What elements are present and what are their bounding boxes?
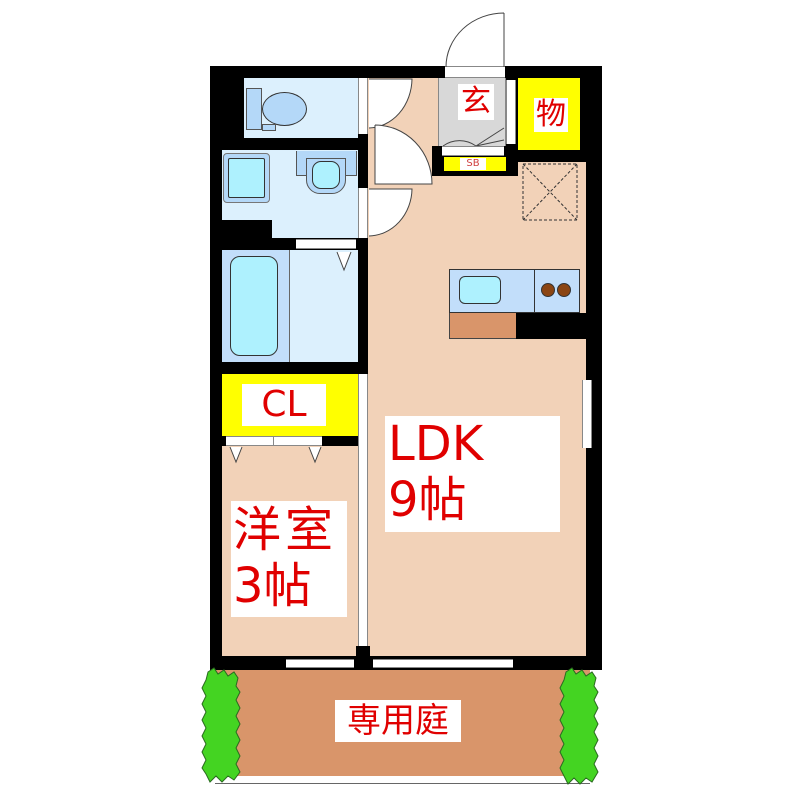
storage-label: 物 <box>534 97 568 132</box>
entrance-front-door-opening <box>445 66 505 78</box>
washing-machine-pan-inner <box>228 158 265 198</box>
entrance-label: 玄 <box>458 84 494 120</box>
western-room-label-line1: 洋室 <box>233 502 338 558</box>
washroom-door-opening-2 <box>358 188 368 238</box>
closet-label: CL <box>242 384 326 426</box>
plant-hedge-icon <box>201 667 241 783</box>
closet-door-swing-icon <box>229 446 243 464</box>
wall-segment <box>516 313 586 339</box>
stove-divider <box>534 269 535 313</box>
wall-segment <box>222 138 368 150</box>
washroom-door-opening <box>296 239 356 249</box>
kitchen-counter-wood <box>449 313 517 339</box>
bathroom-divider <box>289 250 290 362</box>
washroom-door-swing-icon <box>368 188 413 237</box>
ldk-label-line2: 9帖 <box>388 472 467 528</box>
wall-segment <box>222 220 272 242</box>
toilet-door-opening <box>358 78 368 134</box>
bathtub-icon <box>230 256 278 356</box>
western-room-label-line2: 3帖 <box>233 558 312 614</box>
garden-edge <box>215 776 590 784</box>
toilet-door-swing-icon <box>368 78 413 129</box>
ldk-label-line1: LDK <box>388 416 484 472</box>
ldk-label-box <box>385 416 560 532</box>
shoe-box-label: SB <box>460 158 486 170</box>
front-door-swing-icon <box>445 12 505 68</box>
ldk-window[interactable] <box>373 659 513 668</box>
entrance-step <box>442 146 504 156</box>
wall-segment <box>210 66 244 146</box>
closet-door-divider <box>273 436 274 446</box>
shoe-box-door-icon <box>442 127 505 147</box>
washbasin-bowl <box>312 161 340 189</box>
stove-icon <box>557 283 571 297</box>
western-room-label-box <box>231 501 347 617</box>
kitchen-sink-icon <box>459 276 501 304</box>
toilet-paper <box>262 124 276 131</box>
wall-segment <box>356 646 370 658</box>
toilet-tank <box>246 88 262 130</box>
garden-label: 専用庭 <box>335 700 461 742</box>
side-window[interactable] <box>582 380 592 448</box>
toilet-icon <box>262 92 307 126</box>
refrigerator-space-icon <box>522 163 578 221</box>
sliding-door-partition[interactable] <box>358 374 368 656</box>
western-room-window[interactable] <box>286 659 354 668</box>
storage-door-opening <box>506 80 516 144</box>
bath-door-swing-icon <box>336 251 352 272</box>
hall-door-swing-icon <box>374 124 433 185</box>
wall-segment <box>210 362 368 374</box>
plant-hedge-icon <box>559 667 599 785</box>
closet-door-swing-icon <box>308 446 322 464</box>
closet-door-opening <box>226 436 322 446</box>
outer-wall-right <box>586 66 602 670</box>
stove-icon <box>541 283 555 297</box>
